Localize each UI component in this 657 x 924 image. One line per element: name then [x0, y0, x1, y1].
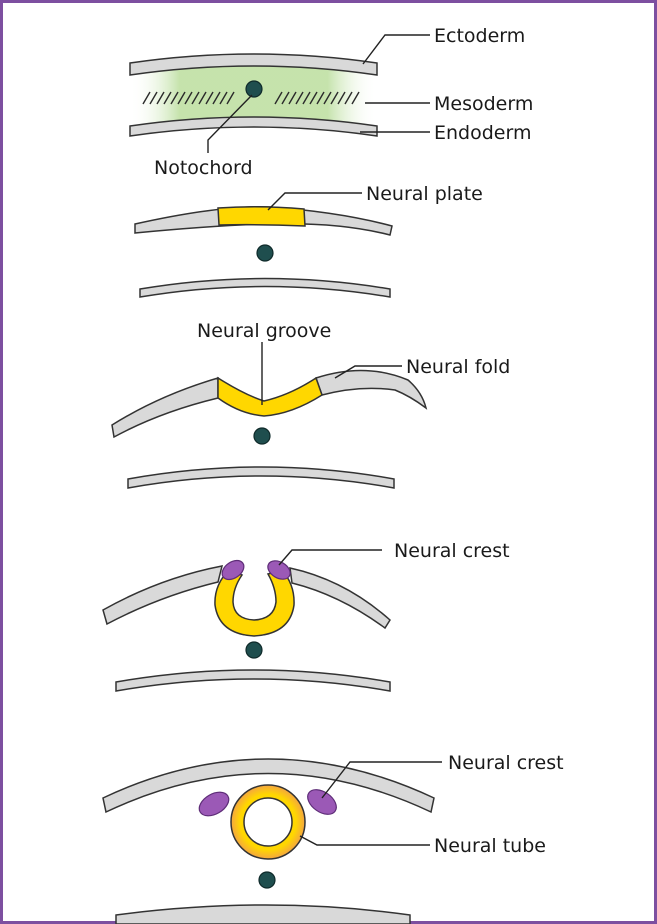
- stage-3-neural-groove: Neural groove Neural fold: [112, 320, 510, 488]
- neural-groove-plate: [218, 378, 322, 416]
- mesoderm-label: Mesoderm: [434, 93, 533, 115]
- notochord: [259, 872, 275, 888]
- neural-tube-leader: [300, 836, 430, 845]
- neural-crest-label: Neural crest: [394, 540, 510, 562]
- neural-fold-u: [215, 570, 294, 636]
- neural-crest-left: [195, 787, 233, 820]
- ectoderm-label: Ectoderm: [434, 25, 525, 47]
- notochord: [246, 81, 262, 97]
- endoderm-label: Endoderm: [434, 122, 531, 144]
- neural-plate: [218, 207, 305, 226]
- neural-groove-label: Neural groove: [197, 320, 331, 342]
- notochord-label: Notochord: [154, 157, 253, 179]
- stage-1-trilaminar-disc: Ectoderm Mesoderm Endoderm Notochord: [130, 25, 533, 179]
- ectoderm-leader: [363, 35, 430, 64]
- neural-crest-leader: [279, 550, 382, 565]
- neural-crest-right: [303, 785, 341, 820]
- neural-tube-label: Neural tube: [434, 835, 546, 857]
- endoderm-layer: [128, 467, 394, 488]
- ectoderm-layer-left: [103, 566, 222, 624]
- notochord: [257, 245, 273, 261]
- neural-fold-label: Neural fold: [406, 356, 510, 378]
- neural-plate-label: Neural plate: [366, 183, 483, 205]
- endoderm-layer: [116, 670, 390, 691]
- stage-2-neural-plate: Neural plate: [135, 183, 483, 297]
- neural-crest-label: Neural crest: [448, 752, 564, 774]
- endoderm-layer: [140, 279, 390, 298]
- notochord: [254, 428, 270, 444]
- stage-5-neural-tube: Neural crest Neural tube: [103, 752, 564, 924]
- notochord: [246, 642, 262, 658]
- ectoderm-layer-right: [290, 568, 390, 628]
- stage-4-neural-crest: Neural crest: [103, 540, 510, 691]
- endoderm-layer: [116, 905, 410, 924]
- ectoderm-layer-left: [112, 378, 218, 437]
- neural-canal: [244, 798, 292, 846]
